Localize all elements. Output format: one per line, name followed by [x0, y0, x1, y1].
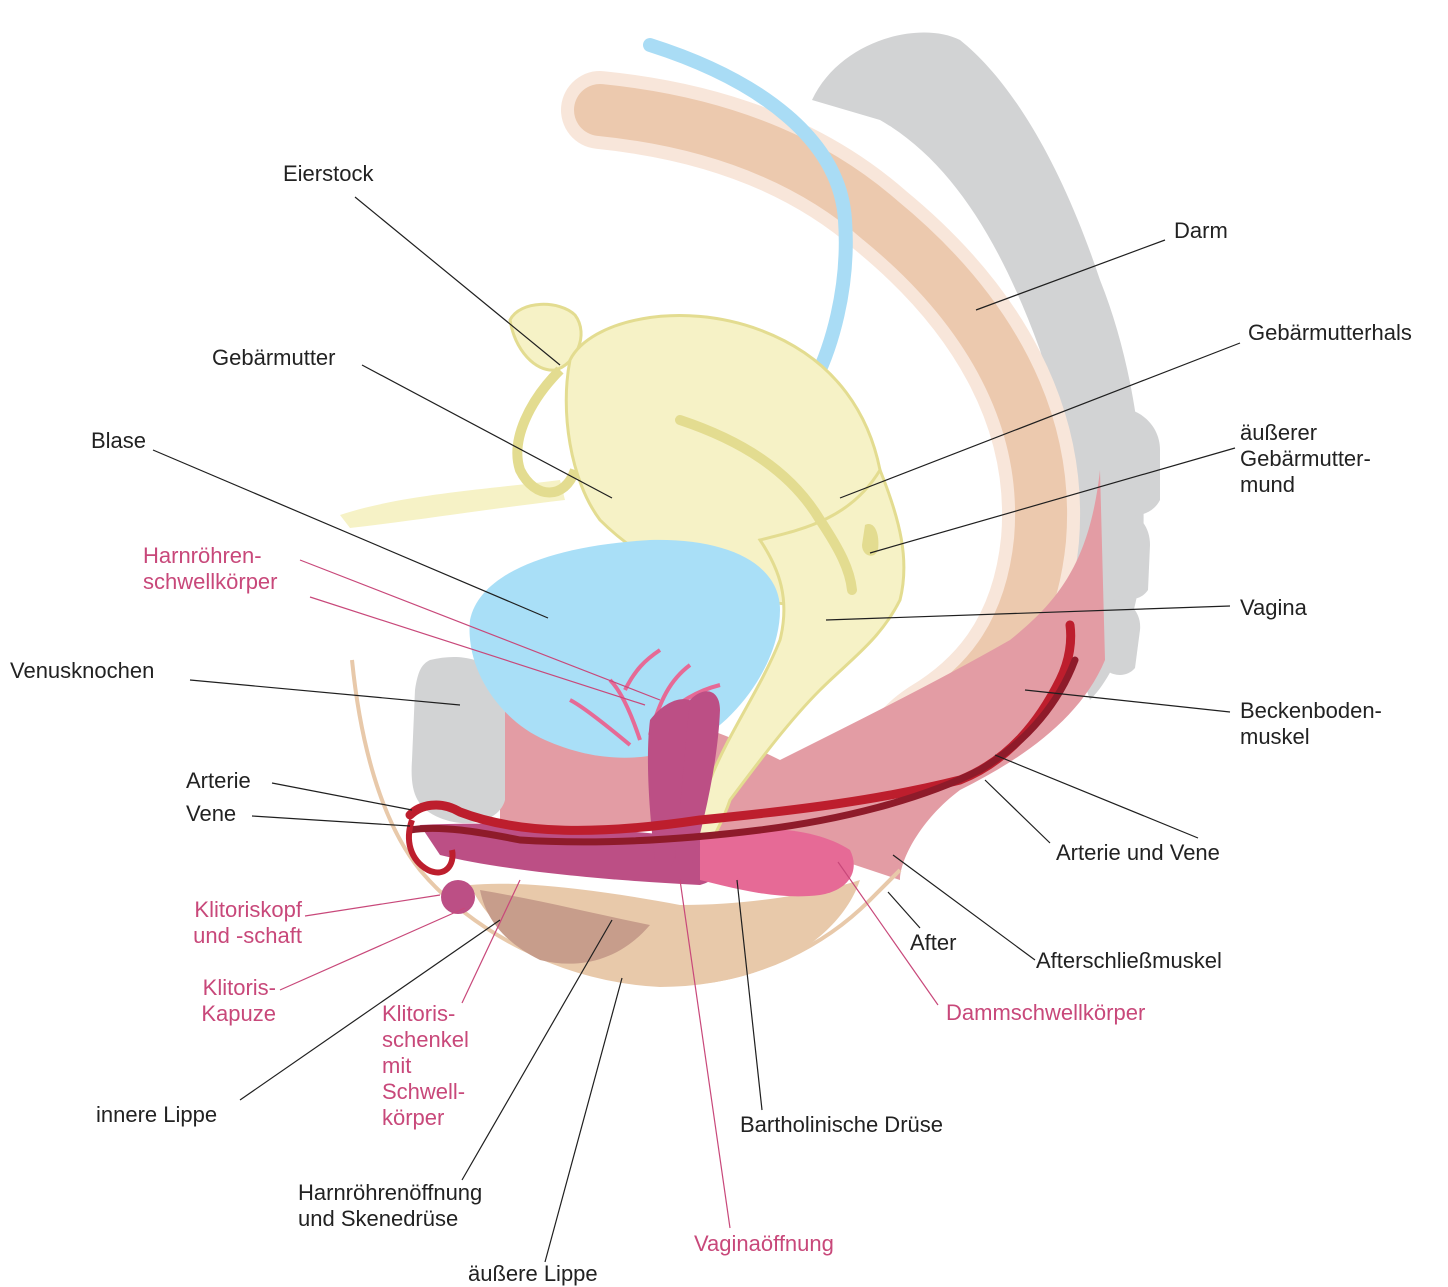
leader-line-klitoriskopf [305, 895, 440, 916]
label-bartholinische-druese: Bartholinische Drüse [740, 1112, 943, 1138]
leader-line-after [888, 892, 920, 928]
label-vaginaoeffnung: Vaginaöffnung [694, 1231, 834, 1257]
clitoral-glans [441, 880, 475, 914]
leader-line-arterie-und-vene-1 [985, 780, 1050, 843]
label-gebaermutterhals: Gebärmutterhals [1248, 320, 1412, 346]
leader-line-vene [252, 816, 410, 826]
label-klitoriskopf: Klitoriskopf und -schaft [160, 897, 302, 949]
label-afterschliessmuskel: Afterschließmuskel [1036, 948, 1222, 974]
label-blase: Blase [91, 428, 146, 454]
leader-line-arterie [272, 783, 412, 810]
label-eierstock: Eierstock [283, 161, 373, 187]
label-venusknochen: Venusknochen [10, 658, 154, 684]
label-innere-lippe: innere Lippe [96, 1102, 217, 1128]
label-dammschwellkoerper: Dammschwellkörper [946, 1000, 1145, 1026]
label-klitoriskapuze: Klitoris- Kapuze [180, 975, 276, 1027]
label-gebaermutter: Gebärmutter [212, 345, 336, 371]
coccyx-segment [1100, 407, 1160, 515]
label-vagina: Vagina [1240, 595, 1307, 621]
leader-line-arterie-und-vene-2 [995, 755, 1198, 838]
leader-line-klitoriskapuze [280, 908, 465, 990]
label-arterie-und-vene: Arterie und Vene [1056, 840, 1220, 866]
label-harnroehrenoeffnung: Harnröhrenöffnung und Skenedrüse [298, 1180, 482, 1232]
leader-line-harnroehrenoeffnung [462, 920, 612, 1180]
label-harnroehrenschwellkoerper: Harnröhren- schwellkörper [143, 543, 278, 595]
leader-line-aeussere-lippe [545, 978, 622, 1262]
leader-line-eierstock [355, 197, 560, 365]
label-klitorisschenkel: Klitoris- schenkel mit Schwell- körper [382, 1001, 469, 1131]
label-aeusserer-muttermund: äußerer Gebärmutter- mund [1240, 420, 1371, 498]
label-darm: Darm [1174, 218, 1228, 244]
label-vene: Vene [186, 801, 236, 827]
label-after: After [910, 930, 956, 956]
label-aeussere-lippe: äußere Lippe [468, 1261, 598, 1287]
label-beckenbodenmuskel: Beckenboden- muskel [1240, 698, 1382, 750]
coccyx-segment [1105, 512, 1150, 599]
label-arterie: Arterie [186, 768, 251, 794]
